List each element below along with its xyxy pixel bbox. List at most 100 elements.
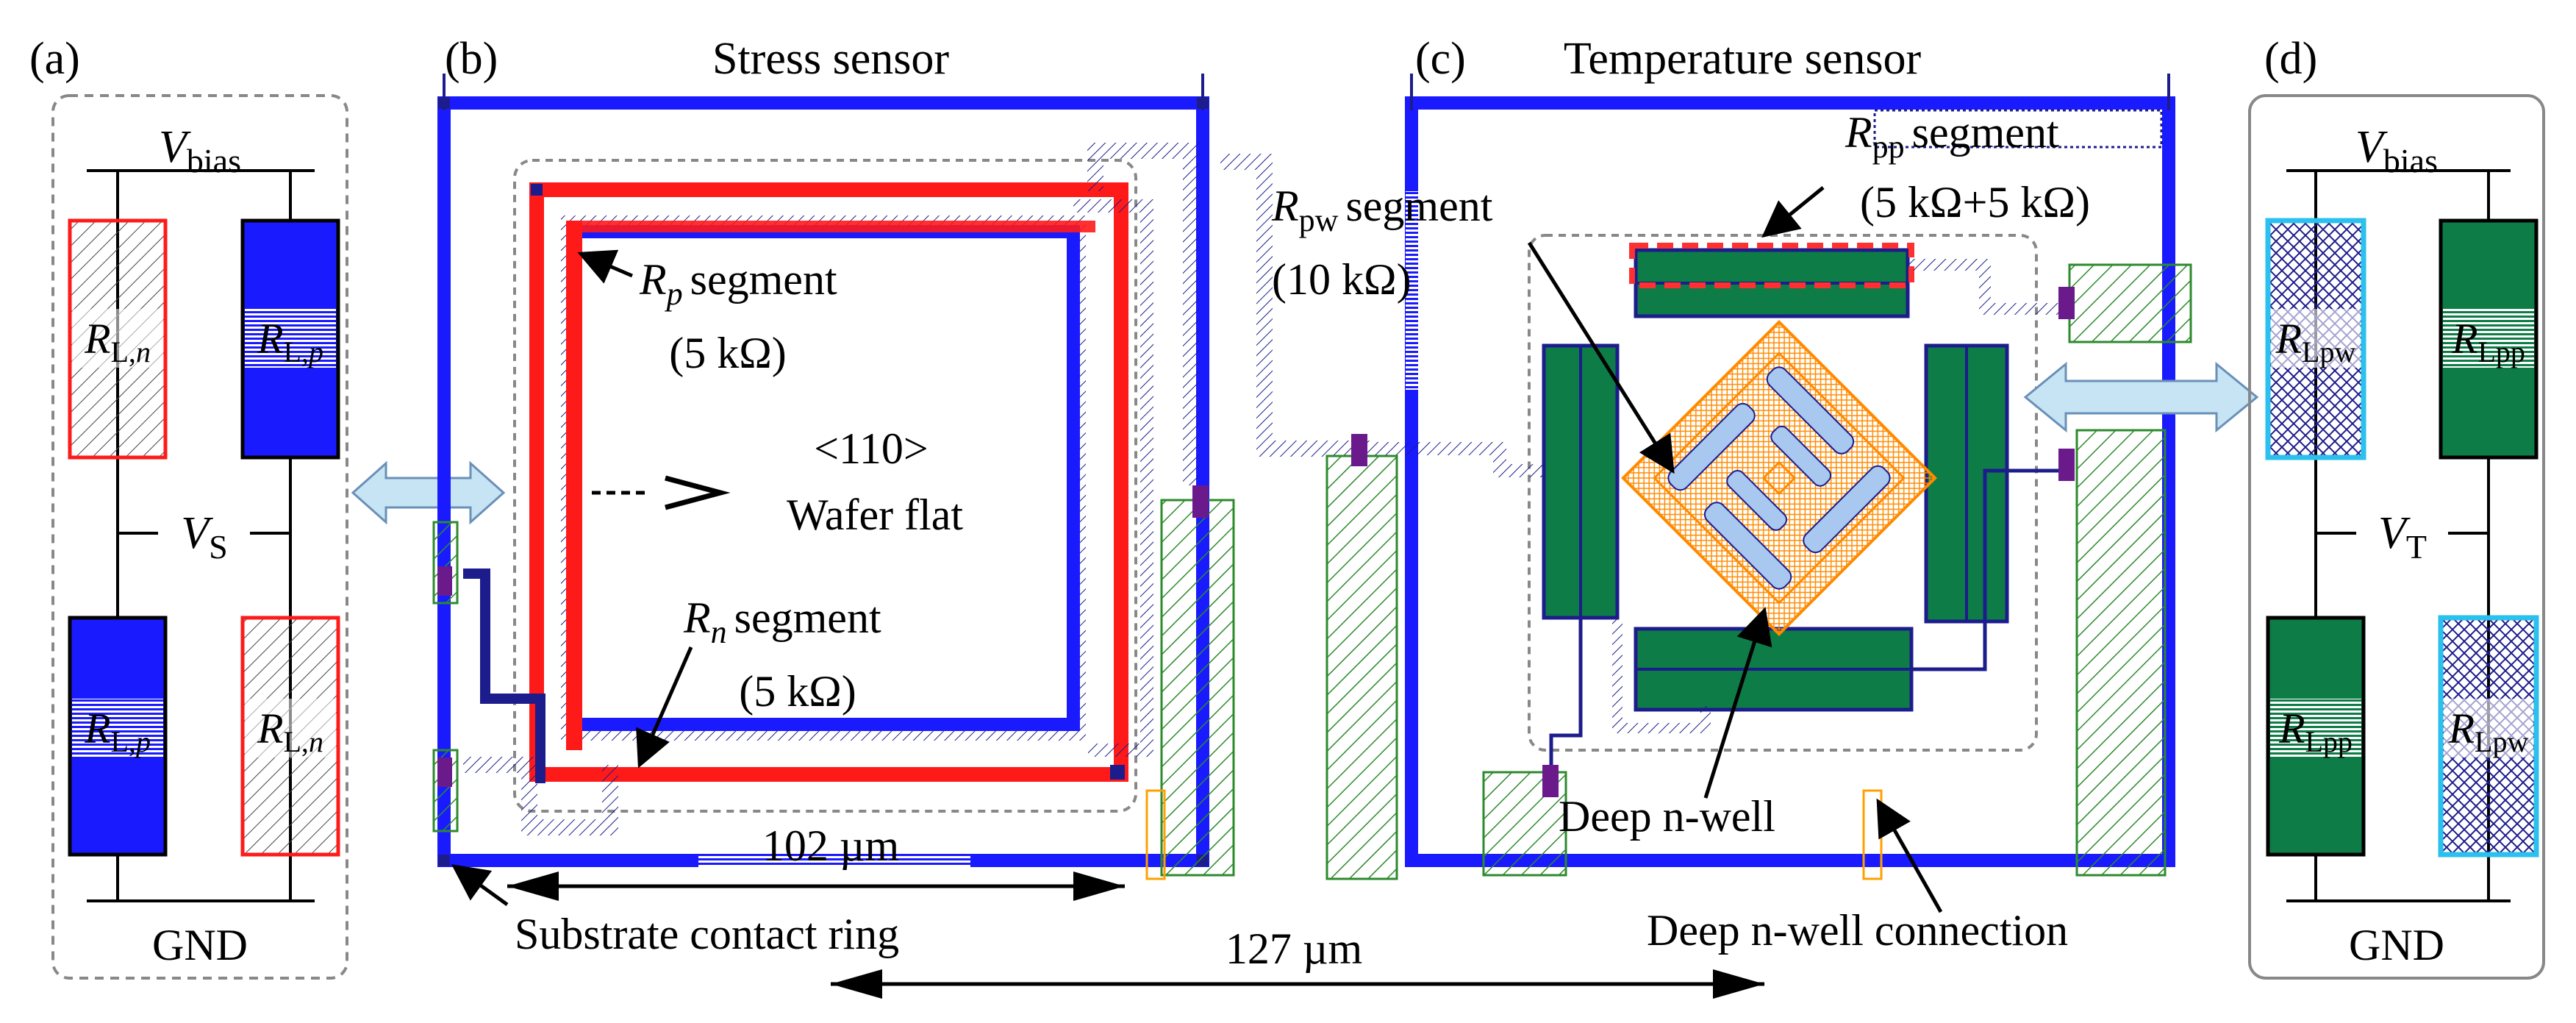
stress-routing — [1073, 199, 1153, 757]
stress-sensor-boundary — [513, 159, 1137, 813]
ring-corner — [438, 855, 450, 866]
temperature-device-frame — [1528, 234, 2038, 752]
resistor-rlp-bottom-label: RL,p — [84, 705, 151, 758]
ring-stripe — [698, 853, 970, 868]
rpw-segment — [1766, 366, 1855, 455]
stress-routing — [463, 568, 545, 783]
temp-green-pad — [2068, 263, 2192, 343]
rn-segment-inner — [566, 221, 582, 750]
deep-nwell-label: Deep n-well — [1559, 792, 1775, 841]
rn-arrow — [636, 646, 693, 769]
via-contact — [2058, 449, 2075, 481]
rn-segment-outer — [529, 182, 1128, 782]
resistor-rlpw-top-label: RLpw — [2275, 315, 2356, 368]
temp-routing — [1375, 442, 1544, 477]
rpw-segments — [1667, 366, 1891, 590]
deep-nwell-arrow — [1703, 607, 1772, 799]
orientation-label: <110> — [814, 424, 928, 473]
resistor-rlpw-bottom-label: RLpw — [2448, 705, 2529, 758]
substrate-contact-pad — [1160, 499, 1235, 877]
wafer-flat-arrowhead — [665, 475, 731, 510]
panel-d-vt: VT — [2378, 508, 2427, 566]
via-contact — [1192, 485, 1209, 518]
rn-value: (5 kΩ) — [739, 667, 856, 716]
ring-corner — [1197, 97, 1209, 109]
temp-routing — [1549, 618, 1583, 765]
panel-a-tag: (a) — [29, 34, 80, 84]
panel-d: (d) Vbias VT RLpw RLpp RLpp RLpw GND — [2248, 34, 2545, 980]
stress-routing — [463, 757, 618, 835]
resistor-rlpp-top-band — [2443, 309, 2534, 368]
panel-a-vbias: Vbias — [159, 122, 241, 179]
via-contact — [437, 566, 452, 596]
dim-127-label: 127 µm — [1226, 924, 1362, 973]
panel-d-frame — [2248, 94, 2545, 980]
wafer-flat-label: Wafer flat — [787, 491, 963, 539]
resistor-rln-bottom-band — [245, 699, 336, 758]
deep-nwell-conn-label: Deep n-well connection — [1647, 906, 2068, 955]
resistor-rlpw-bottom-band — [2444, 699, 2533, 758]
rpw-segment — [1770, 425, 1832, 487]
dim-102-label: 102 µm — [762, 821, 899, 870]
panel-d-tag: (d) — [2264, 34, 2317, 84]
ring-corner — [438, 97, 450, 109]
dim-102-right-head — [1073, 871, 1125, 901]
rp-value: (5 kΩ) — [669, 329, 787, 377]
panel-d-gnd: GND — [2349, 921, 2444, 969]
rpw-value: (10 kΩ) — [1272, 255, 1412, 304]
dim-127-right-head — [1713, 969, 1764, 999]
panel-b-title: Stress sensor — [712, 34, 949, 84]
left-green-pad-c — [1325, 455, 1398, 880]
temp-routing — [1612, 618, 1711, 733]
panel-d-vbias: Vbias — [2355, 122, 2438, 179]
panel-c-tag: (c) — [1415, 34, 1466, 84]
rpw-segment — [1726, 470, 1787, 531]
dim-127-left-head — [831, 969, 882, 999]
link-arrow-cd — [2023, 361, 2259, 433]
rpw-segment — [1703, 502, 1792, 590]
temperature-ring — [1405, 96, 2175, 867]
rp-arrow — [577, 249, 633, 284]
via-contact — [2058, 287, 2075, 319]
resistor-rlp-top-label: RL,p — [257, 315, 323, 368]
via-contact — [1351, 434, 1367, 466]
resistor-rlpw-top-band — [2271, 309, 2361, 368]
panel-c-title: Temperature sensor — [1564, 34, 1922, 84]
resistor-rlpp-bottom-label: RLpp — [2278, 705, 2353, 758]
panel-b: (b) Stress sensor — [432, 34, 1235, 958]
ring-stripe — [1406, 191, 1420, 390]
rpw-segment — [1803, 465, 1891, 554]
ring-label: Substrate contact ring — [515, 910, 899, 958]
rpw-center — [1761, 460, 1797, 496]
stress-routing — [1087, 143, 1199, 485]
rp-segment-inner — [568, 225, 1080, 731]
temp-routing — [1911, 468, 2062, 671]
deep-nwell-conn-b — [1145, 789, 1166, 880]
temp-green-pad — [2075, 429, 2167, 877]
deep-nwell-conn-arrow — [1876, 798, 1943, 913]
panel-c: (c) Temperature sensor — [1271, 34, 2192, 955]
panel-b-tag: (b) — [445, 34, 498, 84]
panel-a-gnd: GND — [152, 921, 248, 969]
resistor-rln-top-band — [72, 309, 163, 368]
dim-102-left-head — [507, 871, 559, 901]
rpp-highlight — [1629, 243, 1914, 288]
temp-routing — [1908, 259, 2062, 315]
resistor-rlp-bottom-band — [72, 699, 163, 758]
link-trace-bc — [1220, 154, 1375, 457]
rpw-arrow — [1527, 241, 1675, 474]
deep-nwell-diamond — [1621, 320, 1937, 636]
panel-a: (a) Vbias VS RL,n RL,p RL,p RL,n GND — [29, 34, 348, 980]
rp-contact — [1110, 765, 1125, 780]
resistor-rlp-top-band — [245, 309, 336, 368]
dim-127: 127 µm — [831, 924, 1764, 999]
rpp-arrow — [1761, 186, 1825, 238]
panel-a-frame — [51, 94, 348, 980]
ring-stripe — [1873, 109, 2163, 149]
via-contact — [1542, 765, 1559, 797]
resistor-rln-bottom-label: RL,n — [257, 705, 323, 758]
resistor-rln-top-label: RL,n — [84, 315, 151, 368]
resistor-rlpp-bottom-band — [2270, 699, 2361, 758]
